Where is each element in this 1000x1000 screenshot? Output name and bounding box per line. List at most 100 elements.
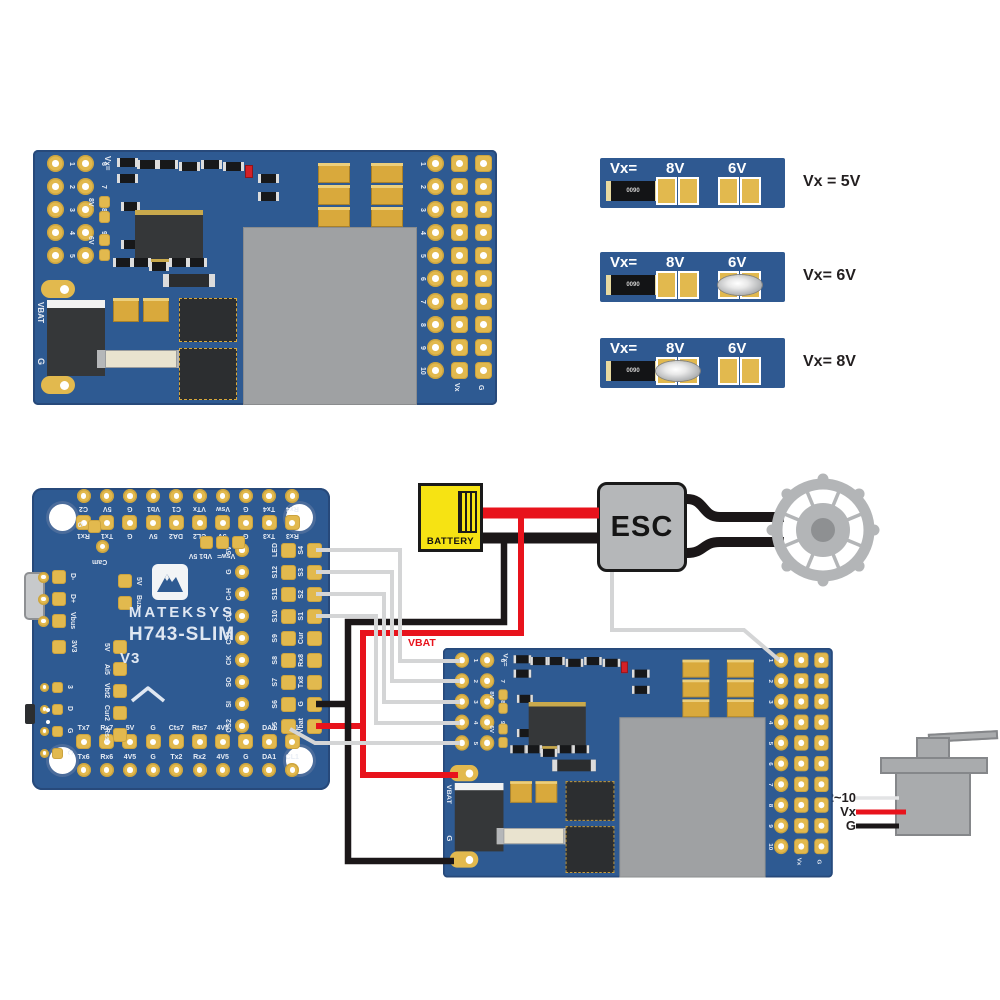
smd-diode (163, 274, 215, 287)
pad-hole (146, 489, 160, 503)
fc-pad-row: Cur (298, 627, 322, 649)
output-hole-signal (774, 797, 788, 812)
smd-resistor (117, 158, 138, 167)
pdb-input-row: 1 6 (455, 650, 505, 671)
jumper-pad-8v (498, 689, 507, 700)
input-hole (77, 155, 94, 172)
jumper-pads-8v (658, 273, 697, 297)
pad-hole (169, 763, 183, 777)
pad-hole (239, 489, 253, 503)
capacitor (143, 298, 169, 322)
input-hole (480, 735, 494, 750)
pad-label: Vbat (298, 718, 305, 733)
motor-hub (796, 503, 850, 557)
wire-motor-phase (687, 542, 784, 553)
pad-label: Tx4 (263, 505, 275, 512)
fc-servo-column: LED S12 S11 S10 (272, 539, 296, 737)
input-row-number: 1 (66, 162, 75, 166)
pad-hole (238, 515, 253, 530)
cam-pad (96, 540, 109, 553)
battery-connector-icon (458, 491, 477, 533)
fc-pad-row: S3 (298, 561, 322, 583)
vsw-jumper-labels: Vsw= Vb1 5V (176, 552, 248, 559)
pdb-output-row: 4 (417, 221, 492, 244)
pdb-output-row: 2 (417, 175, 492, 198)
pad (307, 675, 322, 690)
vbat-wire-label: VBAT (408, 637, 436, 649)
output-row-number: 6 (766, 762, 774, 766)
fc-pad-cell: G (234, 754, 257, 777)
pdb-output-row: 9 (766, 815, 829, 836)
wire-motor-phase (687, 499, 784, 517)
pad-hole (192, 515, 207, 530)
fc-pad-cell: C2 (72, 489, 95, 512)
smd-resistor (547, 657, 565, 665)
pdb-gnd-pad (41, 376, 75, 394)
output-hole-gnd (475, 362, 492, 379)
pad-hole (99, 515, 114, 530)
zero-ohm-resistor: 0090 (606, 275, 660, 295)
output-row-number: 4 (417, 231, 426, 235)
pad-hole (235, 565, 249, 579)
motor-bell (777, 484, 869, 576)
input-hole (77, 247, 94, 264)
pdb-board-top: 1 6 2 7 3 8 (33, 150, 497, 405)
fc-top-outer-row: C2 5V G Vb1 C1 (72, 489, 304, 512)
pdb-output-row: 3 (417, 198, 492, 221)
pad-hole (235, 675, 249, 689)
fc-pad-cell: DA1 (258, 754, 281, 777)
fc-pad-cell: Rx3 (281, 515, 304, 539)
pad-label: DA1 (262, 754, 276, 761)
pad-hole (193, 489, 207, 503)
pdb-input-row: 2 7 (47, 175, 107, 198)
pdb-output-grid: 1 2 3 (766, 650, 829, 857)
resistor-code: 0090 (626, 188, 639, 194)
strip-8v-label: 8V (666, 341, 684, 356)
fc-pad-cell: 4V5 (118, 754, 141, 777)
pad-hole (40, 727, 49, 736)
pad-label: SO (226, 677, 233, 687)
pad-label: S1 (298, 612, 305, 621)
strip-result-label: Vx= 6V (803, 267, 856, 285)
pdb-output-row: 7 (417, 290, 492, 313)
capacitor (371, 163, 403, 183)
jumper-pad-6v (498, 737, 507, 748)
pad (281, 697, 296, 712)
pdb-gnd-pad (450, 851, 479, 867)
output-hole-signal (774, 839, 788, 854)
fc-pad-row: C (40, 742, 73, 764)
wire-signal-s3 (316, 572, 460, 681)
pad-label: Tx6 (78, 754, 90, 761)
pad-label: Cts7 (169, 725, 184, 732)
pad-label: G (298, 701, 305, 706)
pad-hole (122, 515, 137, 530)
strip-result-label: Vx = 5V (803, 173, 860, 191)
pad (52, 704, 63, 715)
pad (281, 543, 296, 558)
fc-pad-row: Vbus (38, 610, 76, 632)
fc-pad-cell: G (142, 754, 165, 777)
pad-hole (123, 763, 137, 777)
fc-pad-row: 5V (118, 570, 142, 592)
output-hole-signal (427, 293, 444, 310)
input-hole (480, 653, 494, 668)
output-hole-gnd (814, 653, 828, 668)
jumper-pads-6v (720, 359, 759, 383)
fc-pad-row: Cur2 (96, 702, 127, 724)
output-hole-vx (451, 362, 468, 379)
input-hole (455, 653, 469, 668)
smd-resistor (530, 657, 548, 665)
pad-hole (123, 489, 137, 503)
vsw-jumper-pad (216, 536, 229, 549)
capacitor (682, 699, 709, 717)
pad (281, 609, 296, 624)
pdb-input-row: 4 9 (47, 221, 107, 244)
pad-label: S10 (272, 610, 279, 622)
output-hole-signal (774, 653, 788, 668)
battery: BATTERY (418, 483, 483, 552)
pad-hole (216, 489, 230, 503)
pad-hole (38, 616, 49, 627)
fc-pad-row: CS2 (226, 715, 249, 737)
fc-board: C2 5V G Vb1 C1 (32, 488, 330, 790)
pad-hole (215, 515, 230, 530)
